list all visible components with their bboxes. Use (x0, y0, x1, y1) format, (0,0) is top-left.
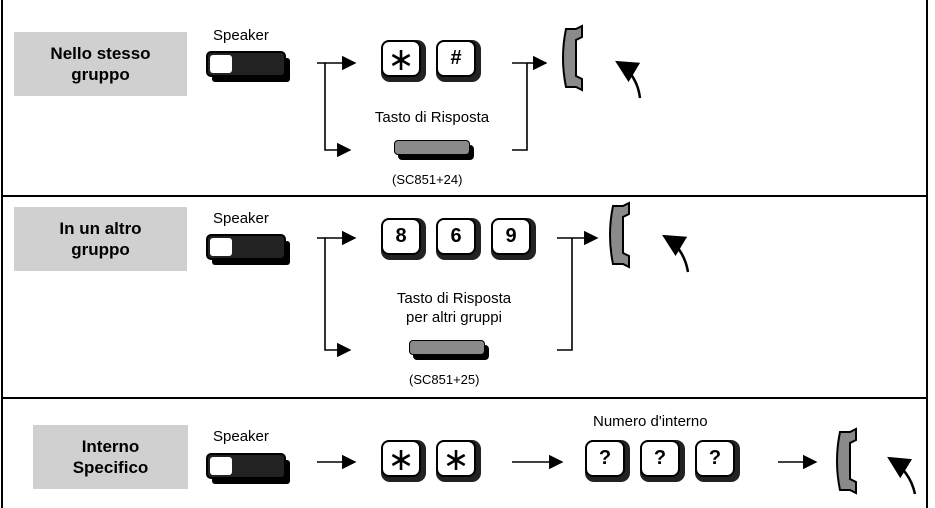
answer-key-caption: Tasto di Risposta (374, 109, 490, 126)
key-6: 6 (436, 218, 481, 260)
section2-flow (317, 202, 690, 358)
speaker-button-3 (206, 453, 290, 484)
key-9: 9 (491, 218, 536, 260)
answer-key (409, 340, 489, 360)
section1-flow (317, 25, 642, 158)
section-label-line1: Nello stesso (50, 44, 151, 63)
speaker-label: Speaker (213, 428, 269, 445)
section-label-line2: gruppo (71, 65, 130, 84)
extension-number-caption: Numero d'interno (593, 413, 708, 430)
speaker-button-1 (206, 51, 290, 82)
section-label-line1: Interno (81, 437, 140, 456)
section-label-other-group: In un altro gruppo (14, 207, 187, 271)
answer-key-caption-line2: per altri gruppi (406, 309, 502, 326)
section-label-line2: gruppo (71, 240, 130, 259)
section-label-line1: In un altro (59, 219, 142, 238)
key-hash: # (436, 40, 481, 82)
section-label-same-group: Nello stesso gruppo (14, 32, 187, 96)
speaker-button-2 (206, 234, 290, 265)
speaker-label: Speaker (213, 210, 269, 227)
code-label: (SC851+25) (409, 372, 480, 387)
section3-flow (317, 428, 917, 495)
key-star: ∗ (381, 440, 426, 482)
key-8: 8 (381, 218, 426, 260)
code-label: (SC851+24) (392, 172, 463, 187)
section-label-line2: Specifico (72, 458, 149, 477)
key-digit: ? (585, 440, 630, 482)
answer-key (394, 140, 474, 160)
speaker-label: Speaker (213, 27, 269, 44)
key-star: ∗ (436, 440, 481, 482)
key-star: ∗ (381, 40, 426, 82)
key-digit: ? (695, 440, 740, 482)
key-digit: ? (640, 440, 685, 482)
answer-key-caption: Tasto di Risposta (396, 290, 512, 307)
